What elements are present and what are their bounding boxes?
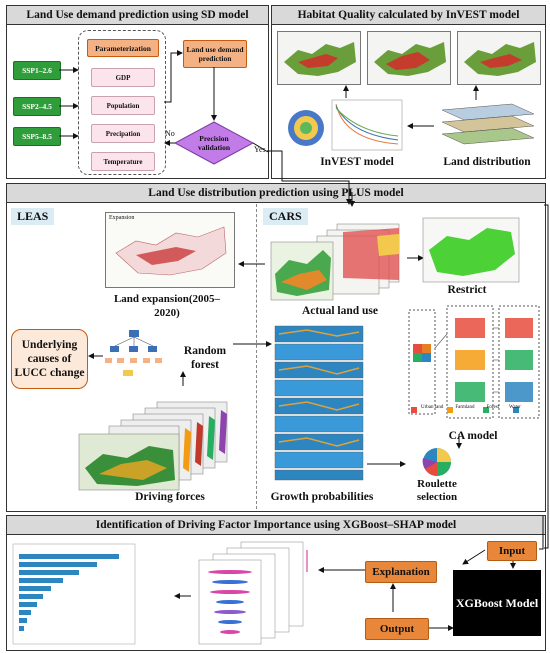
restrict-label: Restrict xyxy=(447,284,487,296)
land-distribution-stack xyxy=(441,103,535,145)
expansion-map-title: Expansion xyxy=(109,215,135,221)
precision-label: Precision validation xyxy=(197,134,231,152)
leas-region xyxy=(8,204,257,509)
ssp1-box: SSP1–2.6 xyxy=(13,61,61,80)
cars-label: CARS xyxy=(263,208,308,225)
ca-model-label: CA model xyxy=(448,430,498,442)
driving-forces-label: Driving forces xyxy=(135,491,205,503)
output-box: Output xyxy=(365,618,429,640)
actual-land-use-label: Actual land use xyxy=(301,305,379,317)
roulette-label: Roulette selection xyxy=(416,478,458,503)
param-group xyxy=(78,30,166,175)
xgboost-model-box: XGBoost Model xyxy=(453,570,541,636)
growth-probabilities-label: Growth probabilities xyxy=(270,491,374,503)
param-gdp: GDP xyxy=(91,68,155,87)
habitat-map-3 xyxy=(457,31,541,85)
param-temperature: Temperature xyxy=(91,152,155,171)
plus-title: Land Use distribution prediction using P… xyxy=(7,184,545,203)
land-expansion-label: Land expansion(2005–2020) xyxy=(113,293,221,319)
invest-circle-icon xyxy=(288,110,324,146)
input-box: Input xyxy=(487,541,537,561)
xgb-title: Identification of Driving Factor Importa… xyxy=(7,516,545,535)
invest-title: Habitat Quality calculated by InVEST mod… xyxy=(272,6,545,25)
shap-importance-thumbnail xyxy=(12,543,136,645)
actual-land-use-stack xyxy=(270,223,400,301)
param-title: Parameterization xyxy=(87,39,159,57)
habitat-map-2 xyxy=(367,31,451,85)
underlying-causes-box: Underlying causes of LUCC change xyxy=(11,329,88,389)
legend-forest: Forest xyxy=(486,405,500,410)
param-population: Population xyxy=(91,96,155,115)
no-label: No xyxy=(165,129,175,138)
ca-legend: Urban land Farmland Forest Water xyxy=(417,405,541,410)
legend-farmland: Farmland xyxy=(455,405,475,410)
explanation-box: Explanation xyxy=(365,561,437,583)
land-distribution-label: Land distribution xyxy=(443,156,531,168)
sd-panel: Land Use demand prediction using SD mode… xyxy=(6,5,269,179)
habitat-map-1 xyxy=(277,31,361,85)
invest-panel: Habitat Quality calculated by InVEST mod… xyxy=(271,5,546,179)
yes-label: Yes xyxy=(254,145,266,154)
plus-panel: Land Use distribution prediction using P… xyxy=(6,183,546,512)
invest-model-label: InVEST model xyxy=(320,156,394,168)
sd-title: Land Use demand prediction using SD mode… xyxy=(7,6,268,25)
ca-model-schematic xyxy=(408,305,540,419)
leas-label: LEAS xyxy=(11,208,55,225)
roulette-wheel-icon xyxy=(422,448,451,476)
ssp2-box: SSP2–4.5 xyxy=(13,97,61,116)
expansion-map: Expansion xyxy=(105,212,235,288)
restrict-map xyxy=(422,217,520,283)
ssp3-box: SSP5–8.5 xyxy=(13,127,61,146)
xgb-panel: Identification of Driving Factor Importa… xyxy=(6,515,546,651)
legend-urban: Urban land xyxy=(421,405,444,410)
demand-box: Land use demand prediction xyxy=(183,40,247,68)
param-precipation: Precipation xyxy=(91,124,155,143)
legend-water: Water xyxy=(509,405,521,410)
growth-probability-stack xyxy=(274,325,364,481)
random-forest-label: Random forest xyxy=(183,345,227,371)
shap-beeswarm-stack xyxy=(198,541,308,645)
